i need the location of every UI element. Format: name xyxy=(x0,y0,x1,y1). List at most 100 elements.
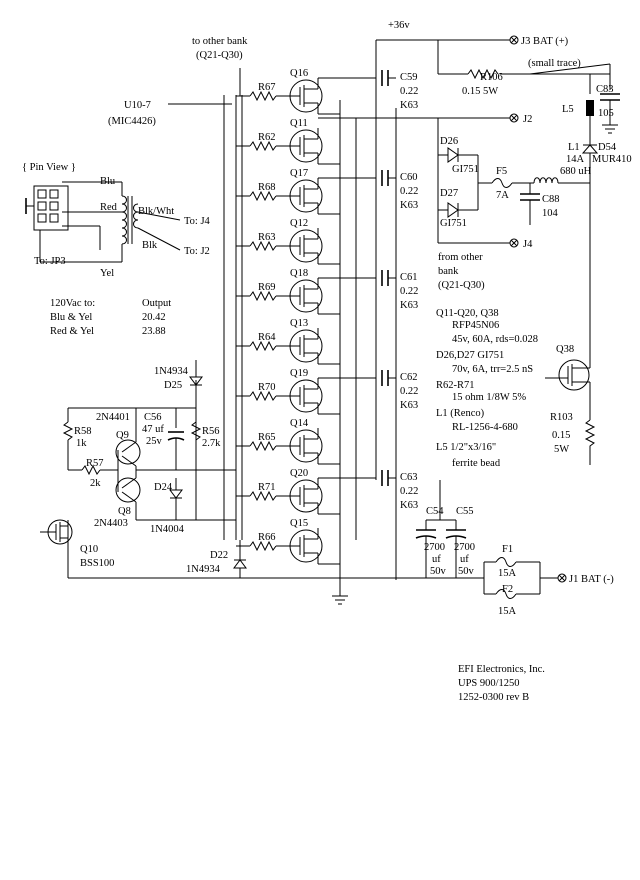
note-line: L5 1/2"x3/16" xyxy=(436,442,496,453)
q9-part: 2N4401 xyxy=(96,412,130,423)
1n4004-label: 1N4004 xyxy=(150,524,185,535)
c83-capacitor xyxy=(600,93,620,134)
mosfet-label: Q14 xyxy=(290,418,309,429)
r58-name: R58 xyxy=(74,426,92,437)
table-output-2: 23.88 xyxy=(142,326,166,337)
l1-value: 680 uH xyxy=(560,166,592,177)
d26-name: D26 xyxy=(440,136,458,147)
mosfet-stack: R67Q16R62Q11R68Q17R63Q12R69Q18R64Q13R70Q… xyxy=(236,68,418,565)
r58-value: 1k xyxy=(76,438,87,449)
gate-resistor-label: R62 xyxy=(258,132,276,143)
d25-part: 1N4934 xyxy=(154,366,189,377)
gate-resistor-label: R64 xyxy=(258,332,276,343)
output-filter xyxy=(437,118,590,244)
q38-name: Q38 xyxy=(556,344,574,355)
cap-type: K63 xyxy=(400,500,418,511)
q10-name: Q10 xyxy=(80,544,98,555)
pinview-blu: Blu xyxy=(100,176,116,187)
mosfet-label: Q12 xyxy=(290,218,308,229)
title-block: EFI Electronics, Inc. UPS 900/1250 1252-… xyxy=(458,664,545,703)
r56-value: 2.7k xyxy=(202,438,221,449)
f2-value: 15A xyxy=(498,606,517,617)
pinview-blk: Blk xyxy=(142,240,158,251)
c54-name: C54 xyxy=(426,506,444,517)
mosfet-label: Q15 xyxy=(290,518,308,529)
labels: +36v J3 BAT (+) J2 J4 J1 BAT (-) (small … xyxy=(22,20,632,617)
note-line: 15 ohm 1/8W 5% xyxy=(452,392,526,403)
note-line: L1 (Renco) xyxy=(436,408,485,419)
r106-resistor xyxy=(467,68,499,80)
pinview-red: Red xyxy=(100,202,118,213)
table-pair-2: Red & Yel xyxy=(50,326,94,337)
l5-ferrite-bead xyxy=(586,100,594,116)
j2-label: J2 xyxy=(523,114,532,125)
cap-value: 0.22 xyxy=(400,186,418,197)
r103-resistor xyxy=(584,419,596,465)
cap-value: 0.22 xyxy=(400,286,418,297)
gate-resistor xyxy=(249,440,277,452)
pinview-blkwht: Blk/Wht xyxy=(138,206,174,217)
gate-resistor xyxy=(249,90,277,102)
gate-resistor xyxy=(249,140,277,152)
mosfet-label: Q19 xyxy=(290,368,308,379)
cap-type: K63 xyxy=(400,100,418,111)
positive-rail xyxy=(375,39,611,480)
note-line: D26,D27 GI751 xyxy=(436,350,504,361)
cap-value: 0.22 xyxy=(400,386,418,397)
bank-to-label-2: (Q21-Q30) xyxy=(196,50,243,61)
terminal-circles[interactable] xyxy=(509,35,567,583)
q8-part: 2N4403 xyxy=(94,518,128,529)
l1-name: L1 xyxy=(568,142,580,153)
d27-part: GI751 xyxy=(440,218,467,229)
c54-value: 2700 xyxy=(424,542,445,553)
gate-resistor-label: R69 xyxy=(258,282,276,293)
bank-to-label-1: to other bank xyxy=(192,36,248,47)
c88-name: C88 xyxy=(542,194,560,205)
cap-name: C59 xyxy=(400,72,418,83)
cap-name: C62 xyxy=(400,372,418,383)
gate-resistor-label: R66 xyxy=(258,532,276,543)
q9-name: Q9 xyxy=(116,430,129,441)
q10-part: BSS100 xyxy=(80,558,114,569)
title-drawing: 1252-0300 rev B xyxy=(458,692,529,703)
pinview-title: { Pin View } xyxy=(22,162,76,173)
bank-from-label-3: (Q21-Q30) xyxy=(438,280,485,291)
note-line: RL-1256-4-680 xyxy=(452,422,518,433)
d26-part: GI751 xyxy=(452,164,479,175)
gate-resistor xyxy=(249,290,277,302)
mosfet-label: Q11 xyxy=(290,118,308,129)
bank-from-label-1: from other xyxy=(438,252,483,263)
r106-name: R106 xyxy=(480,72,503,83)
cap-value: 0.22 xyxy=(400,86,418,97)
c54-voltage: 50v xyxy=(430,566,447,577)
gate-resistor xyxy=(249,390,277,402)
c56-voltage: 25v xyxy=(146,436,163,447)
gate-resistor xyxy=(249,340,277,352)
c83-name: C83 xyxy=(596,84,614,95)
cap-type: K63 xyxy=(400,200,418,211)
f2-name: F2 xyxy=(502,584,513,595)
cap-name: C63 xyxy=(400,472,418,483)
c55-value: 2700 xyxy=(454,542,475,553)
pinview-to-j2: To: J2 xyxy=(184,246,210,257)
c55-unit: uf xyxy=(460,554,469,565)
gate-resistor-label: R71 xyxy=(258,482,276,493)
pinview-to-j4: To: J4 xyxy=(184,216,211,227)
f1-value: 15A xyxy=(498,568,517,579)
gate-resistor xyxy=(249,240,277,252)
title-company: EFI Electronics, Inc. xyxy=(458,664,545,675)
d22-name: D22 xyxy=(210,550,228,561)
d54-part: MUR410 xyxy=(592,154,632,165)
r57-value: 2k xyxy=(90,478,101,489)
gate-resistor-label: R67 xyxy=(258,82,276,93)
gate-resistor-label: R65 xyxy=(258,432,276,443)
negative-bus xyxy=(68,557,558,605)
table-header-2: Output xyxy=(142,298,171,309)
r56-name: R56 xyxy=(202,426,220,437)
c88-value: 104 xyxy=(542,208,559,219)
notes: Q11-Q20, Q38 RFP45N06 45v, 60A, rds=0.02… xyxy=(436,308,538,469)
r57-name: R57 xyxy=(86,458,104,469)
note-line: 70v, 6A, trr=2.5 nS xyxy=(452,364,533,375)
table-pair-1: Blu & Yel xyxy=(50,312,92,323)
mosfet-label: Q13 xyxy=(290,318,308,329)
